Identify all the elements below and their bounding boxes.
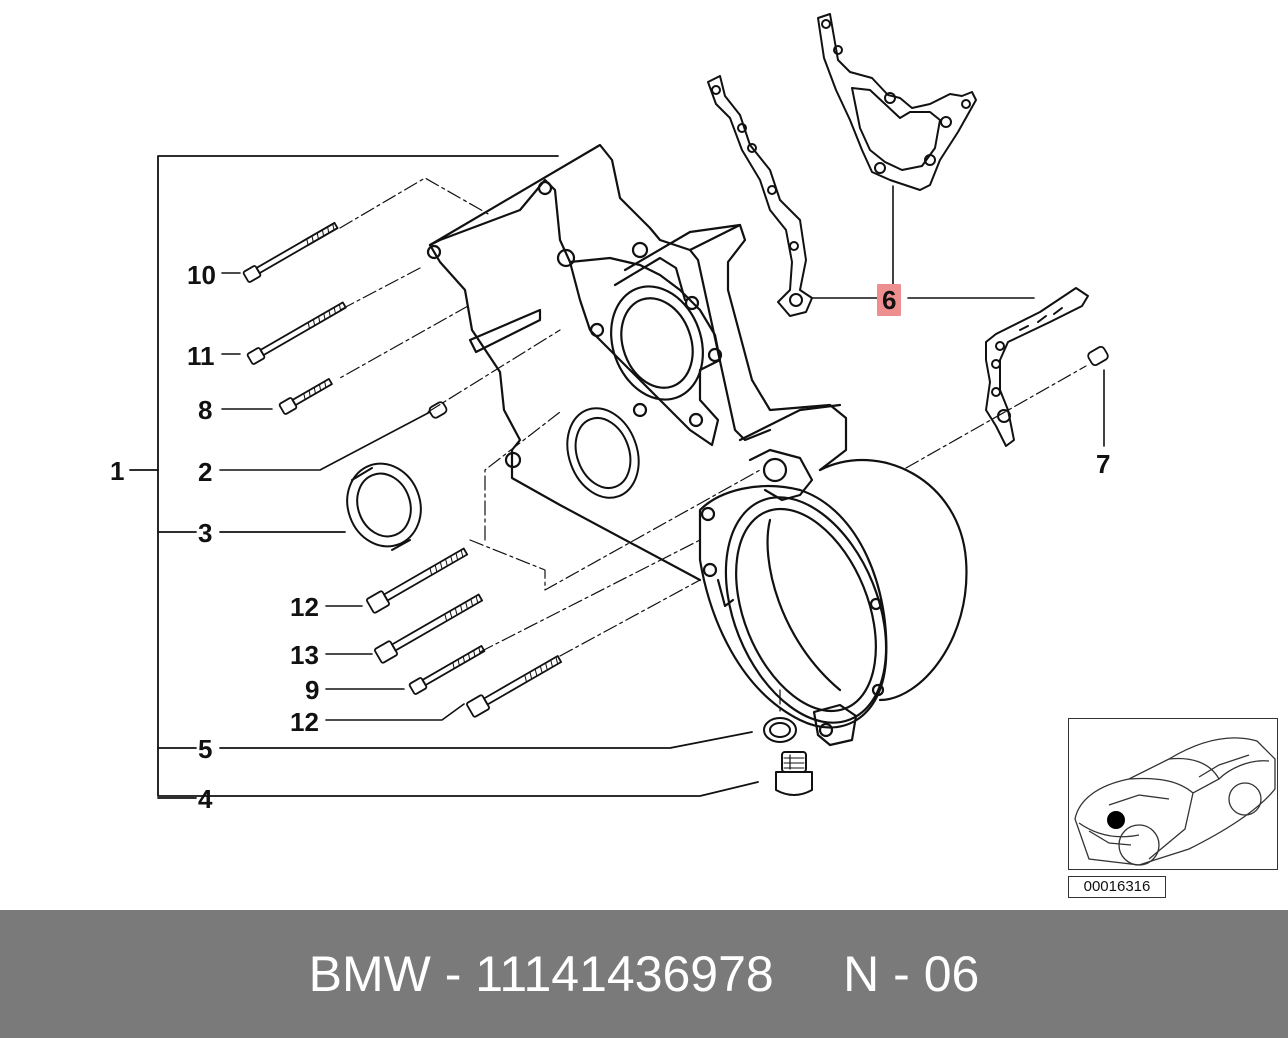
callout-11: 11: [187, 341, 215, 371]
alignment-lines: [339, 177, 1087, 773]
part-number-caption: BMW - 11141436978 N - 06: [308, 946, 980, 1002]
callout-12-lower: 12: [290, 707, 319, 737]
image-reference-number: 00016316: [1068, 876, 1166, 898]
dowel-sleeves: [428, 346, 1109, 419]
bolt-12-upper: [366, 547, 469, 614]
callout-4: 4: [198, 784, 213, 814]
callout-7: 7: [1096, 449, 1111, 479]
gasket-lower: [985, 287, 1089, 447]
car-icon: [1074, 737, 1276, 866]
timing-case-cover-drawing: [129, 13, 1109, 799]
callout-1: 1: [110, 456, 125, 486]
callout-9: 9: [305, 675, 320, 705]
callout-8: 8: [198, 395, 213, 425]
housing-seal: [566, 407, 640, 499]
gasket-middle: [707, 75, 813, 317]
sealing-ring-5: [763, 717, 797, 743]
timing-case-cover: [426, 143, 848, 582]
callout-13: 13: [290, 640, 319, 670]
callout-3: 3: [198, 518, 213, 548]
bolt-9: [408, 645, 486, 695]
bolt-12-lower: [466, 655, 563, 718]
callout-5: 5: [198, 734, 213, 764]
leader-lines: [219, 185, 1105, 721]
bolt-13: [374, 593, 484, 664]
bolts: [242, 222, 563, 718]
screw-plug-4: [775, 751, 813, 796]
bolt-8: [278, 378, 333, 415]
shaft-seal-3: [346, 462, 422, 551]
gasket-upper: [817, 13, 977, 191]
vehicle-location-inset: [1068, 718, 1278, 870]
engine-location-dot: [1107, 811, 1125, 829]
callout-12-upper: 12: [290, 592, 319, 622]
callout-2: 2: [198, 457, 213, 487]
group-bracket: [129, 155, 759, 799]
bolt-11: [246, 301, 347, 365]
footer-bar: BMW - 11141436978 N - 06: [0, 910, 1288, 1038]
bell-housing: [698, 459, 968, 747]
callout-10: 10: [187, 260, 216, 290]
parts-diagram: 10 11 8 1 2 3 12 13 9 12 5 4 6 7 0001631…: [110, 13, 1278, 898]
bolt-10: [242, 222, 339, 283]
callout-6-highlighted[interactable]: 6: [877, 284, 902, 316]
